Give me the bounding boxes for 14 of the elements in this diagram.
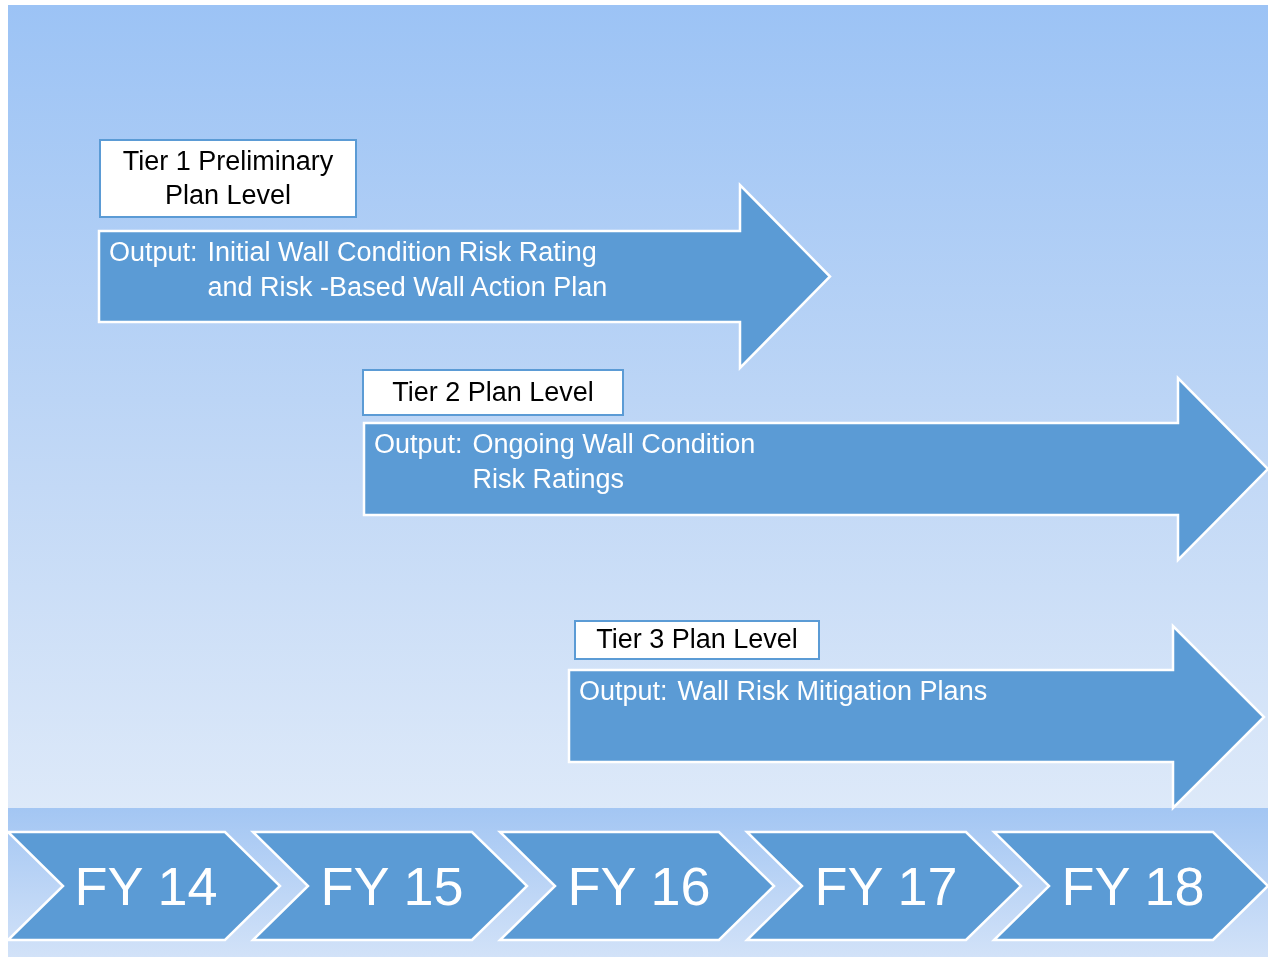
output-label: Output: (579, 675, 668, 708)
output-text: Ongoing Wall Condition Risk Ratings (472, 428, 757, 497)
output-label: Output: (109, 236, 198, 269)
fiscal-year-label: FY 15 (320, 855, 464, 917)
fiscal-year-label: FY 14 (74, 855, 218, 917)
output-text: Initial Wall Condition Risk Rating and Risk -Based Wall Action Plan (207, 236, 609, 305)
tier-label-box: Tier 2 Plan Level (362, 369, 624, 416)
fiscal-year-label: FY 17 (814, 855, 958, 917)
output-label: Output: (374, 428, 463, 461)
output-text: Wall Risk Mitigation Plans (677, 675, 988, 708)
tier-label-box: Tier 1 Preliminary Plan Level (99, 139, 357, 218)
fiscal-year-label: FY 18 (1061, 855, 1205, 917)
fiscal-year-label: FY 16 (567, 855, 711, 917)
tier-label-box: Tier 3 Plan Level (574, 620, 820, 660)
